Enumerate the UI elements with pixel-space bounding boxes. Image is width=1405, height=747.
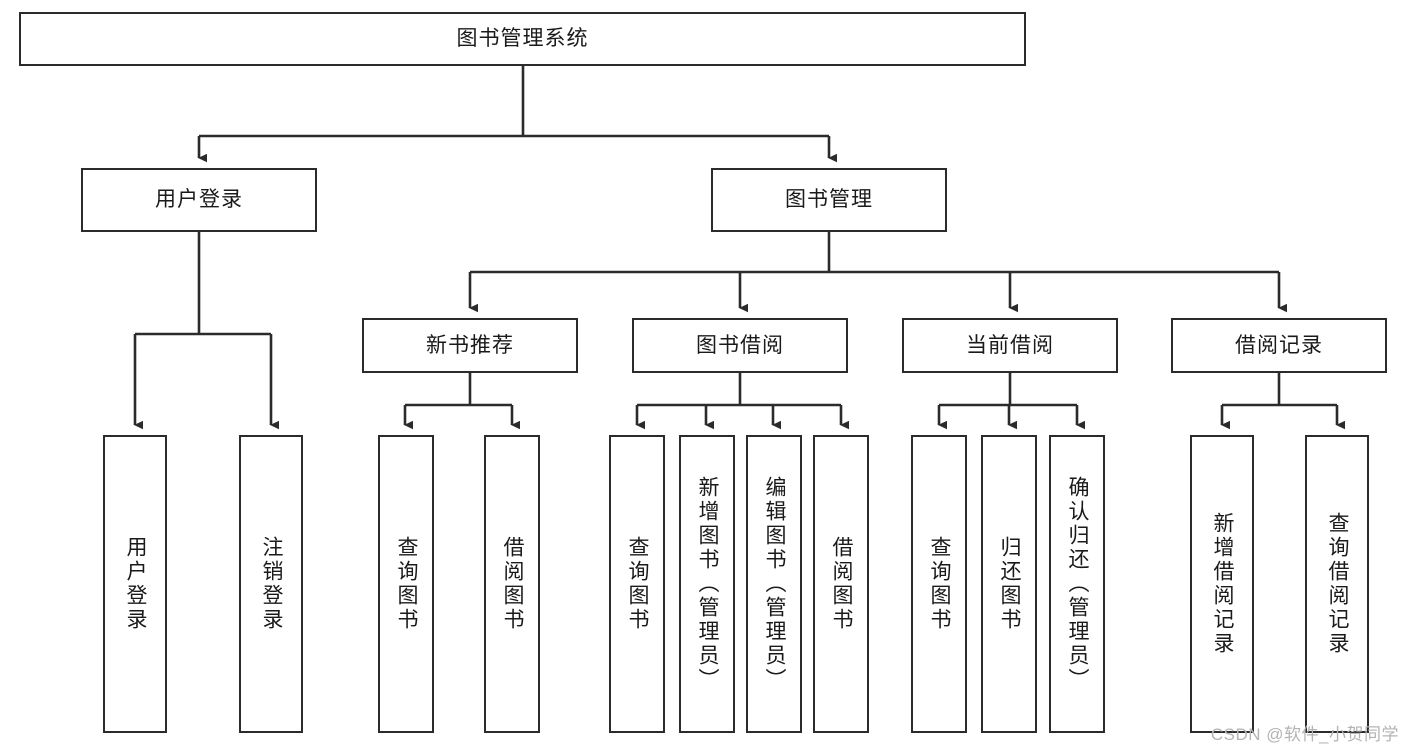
node-leaf-user-login[interactable]: 用户登录 [103,435,167,733]
node-book-management[interactable]: 图书管理 [711,168,947,232]
node-label: 借阅记录 [1235,333,1323,357]
node-label: 当前借阅 [966,333,1054,357]
node-leaf-return-book[interactable]: 归还图书 [981,435,1037,733]
node-label: 借阅图书 [501,536,525,632]
node-label: 查询图书 [395,536,419,632]
node-label: 查询图书 [626,536,650,632]
node-leaf-add-book-admin[interactable]: 新增图书（管理员） [679,435,735,733]
node-leaf-borrow-book[interactable]: 借阅图书 [813,435,869,733]
node-label: 图书管理 [785,188,873,212]
node-label: 确认归还（管理员） [1066,476,1090,692]
node-label: 查询图书 [928,536,952,632]
node-leaf-query-borrow-record[interactable]: 查询借阅记录 [1305,435,1369,733]
node-leaf-query-book-recommend[interactable]: 查询图书 [378,435,434,733]
node-label: 新增图书（管理员） [696,476,720,692]
node-label: 查询借阅记录 [1326,512,1350,656]
node-label: 借阅图书 [830,536,854,632]
node-borrow-record[interactable]: 借阅记录 [1171,318,1387,373]
node-label: 归还图书 [998,536,1022,632]
node-root-book-management-system[interactable]: 图书管理系统 [19,12,1026,66]
node-leaf-logout[interactable]: 注销登录 [239,435,303,733]
node-user-login[interactable]: 用户登录 [81,168,317,232]
node-label: 用户登录 [124,536,148,632]
node-leaf-edit-book-admin[interactable]: 编辑图书（管理员） [746,435,802,733]
node-leaf-borrow-book-recommend[interactable]: 借阅图书 [484,435,540,733]
node-label: 新书推荐 [426,333,514,357]
node-current-borrow[interactable]: 当前借阅 [902,318,1118,373]
node-label: 编辑图书（管理员） [763,476,787,692]
node-new-book-recommend[interactable]: 新书推荐 [362,318,578,373]
node-book-borrow[interactable]: 图书借阅 [632,318,848,373]
node-leaf-confirm-return-admin[interactable]: 确认归还（管理员） [1049,435,1105,733]
node-label: 图书管理系统 [456,27,589,51]
node-leaf-query-book-borrow[interactable]: 查询图书 [609,435,665,733]
node-label: 注销登录 [260,536,284,632]
watermark-text: CSDN @软件_小贺同学 [1210,725,1399,744]
node-leaf-add-borrow-record[interactable]: 新增借阅记录 [1190,435,1254,733]
node-label: 新增借阅记录 [1211,512,1235,656]
node-leaf-query-book-current[interactable]: 查询图书 [911,435,967,733]
node-label: 图书借阅 [696,333,784,357]
node-label: 用户登录 [155,188,243,212]
